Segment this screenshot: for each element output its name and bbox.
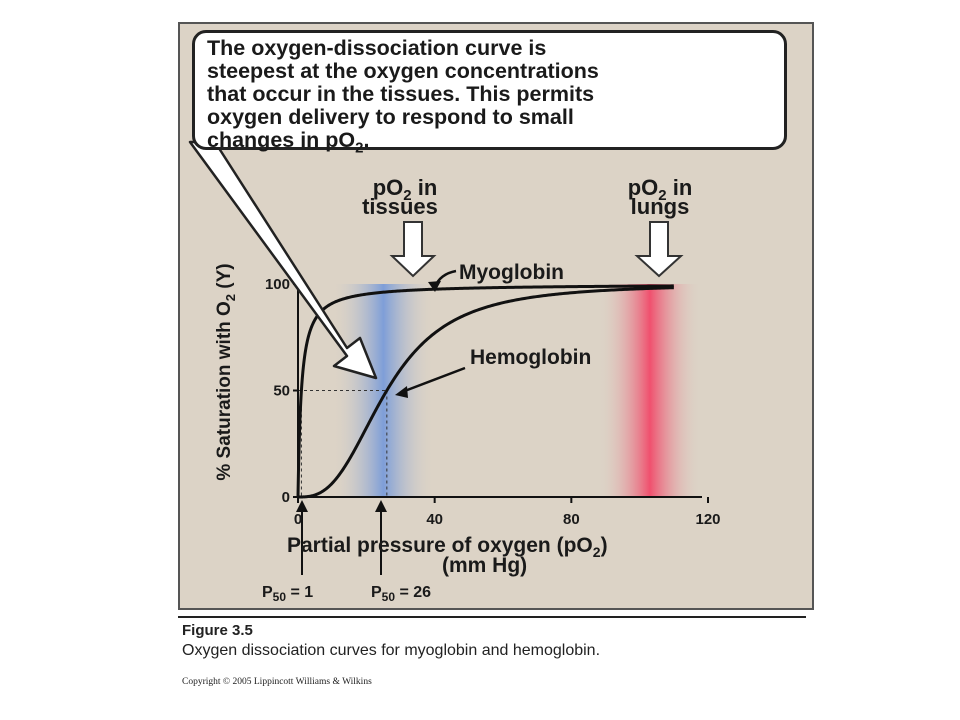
callout-line: changes in pO2. — [207, 129, 784, 159]
p50-myoglobin-arrow-head — [296, 500, 308, 512]
p50-hemoglobin-arrow-head — [375, 500, 387, 512]
callout-box: The oxygen-dissociation curve is steepes… — [192, 30, 787, 156]
callout-line: that occur in the tissues. This permits — [207, 82, 595, 106]
caption-divider — [178, 616, 806, 618]
hemoglobin-pointer-head — [395, 386, 408, 398]
myoglobin-pointer-head — [428, 281, 441, 292]
callout-subscript: 2 — [355, 139, 364, 157]
y-tick-label: 100 — [265, 276, 290, 293]
callout-line: The oxygen-dissociation curve is — [207, 36, 547, 60]
callout-text: changes in pO — [207, 128, 356, 152]
myoglobin-label: Myoglobin — [459, 261, 564, 284]
lungs-label-line1: pO2 in — [628, 175, 693, 204]
lung-band — [598, 284, 702, 497]
hemoglobin-label: Hemoglobin — [470, 346, 591, 369]
callout-text: . — [363, 128, 370, 152]
lungs-down-arrow — [634, 221, 684, 278]
y-axis-label: % Saturation with O2 (Y) — [214, 263, 238, 480]
x-axis-label: Partial pressure of oxygen (pO2) — [287, 534, 608, 560]
hemoglobin-pointer — [401, 366, 466, 394]
tissues-label-line1: pO2 in — [373, 175, 438, 204]
figure-label: Figure 3.5 — [182, 622, 253, 639]
p50-myoglobin-label: P50 = 1 — [262, 584, 313, 604]
y-tick-label: 50 — [273, 383, 290, 400]
callout-line: steepest at the oxygen concentrations — [207, 59, 599, 83]
x-tick-label: 0 — [294, 511, 302, 528]
callout-arrow — [188, 140, 378, 380]
tissues-down-arrow — [389, 221, 437, 278]
lungs-label-line2: lungs — [631, 194, 690, 219]
x-tick-label: 80 — [563, 511, 580, 528]
hemoglobin-curve — [298, 286, 674, 499]
x-axis-label-units: (mm Hg) — [442, 554, 527, 577]
p50-hemoglobin-label: P50 = 26 — [371, 584, 431, 604]
y-tick-label: 0 — [282, 489, 290, 506]
copyright-notice: Copyright © 2005 Lippincott Williams & W… — [182, 677, 372, 687]
tissues-label-line2: tissues — [362, 194, 438, 219]
x-tick-label: 120 — [695, 511, 720, 528]
x-tick-label: 40 — [426, 511, 443, 528]
figure-caption: Oxygen dissociation curves for myoglobin… — [182, 642, 601, 659]
callout-line: oxygen delivery to respond to small — [207, 105, 574, 129]
